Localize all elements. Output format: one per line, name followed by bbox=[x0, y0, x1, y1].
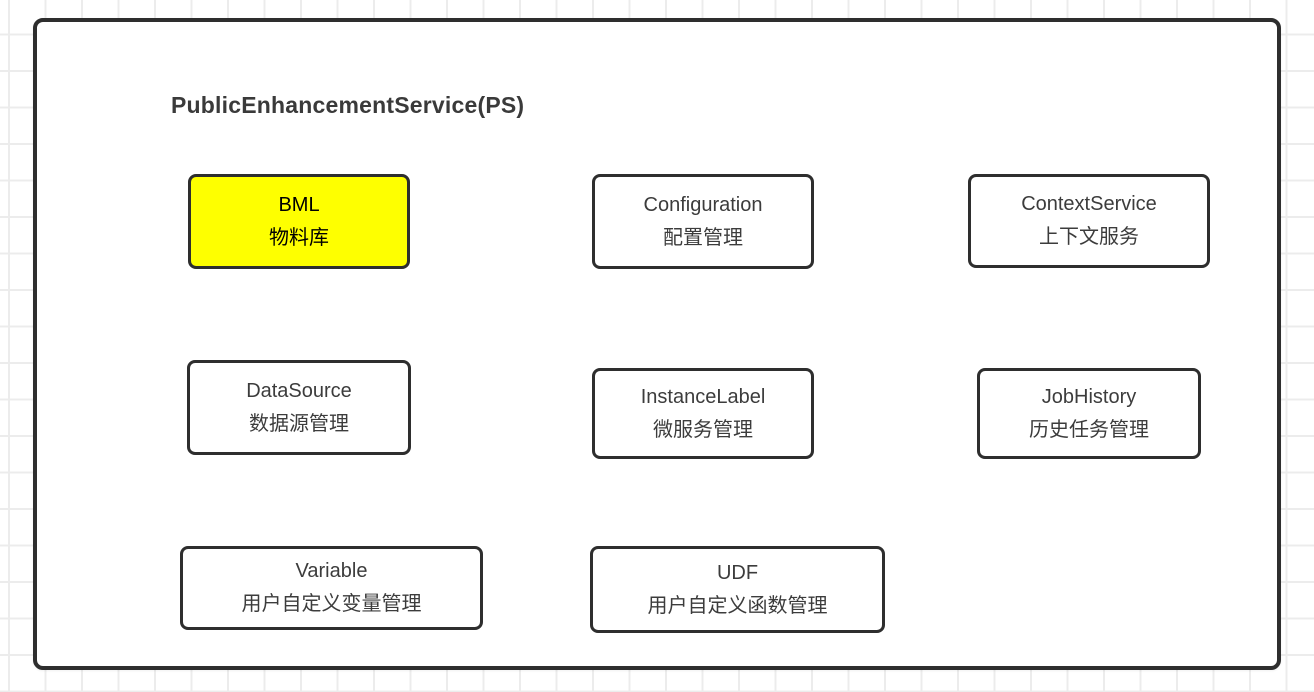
service-name: ContextService bbox=[1021, 193, 1157, 215]
service-box-bml: BML 物料库 bbox=[188, 174, 410, 269]
service-box-configuration: Configuration 配置管理 bbox=[592, 174, 814, 269]
service-label-zh: 配置管理 bbox=[663, 226, 743, 249]
service-box-variable: Variable 用户自定义变量管理 bbox=[180, 546, 483, 630]
service-name: Variable bbox=[295, 560, 368, 582]
service-box-datasource: DataSource 数据源管理 bbox=[187, 360, 411, 455]
service-label-zh: 用户自定义函数管理 bbox=[647, 594, 828, 617]
diagram-title: PublicEnhancementService(PS) bbox=[171, 92, 525, 118]
service-label-zh: 微服务管理 bbox=[653, 418, 753, 441]
service-label-zh: 物料库 bbox=[269, 226, 329, 249]
service-name: BML bbox=[278, 193, 320, 216]
service-box-contextservice: ContextService 上下文服务 bbox=[968, 174, 1210, 268]
service-label-zh: 用户自定义变量管理 bbox=[241, 593, 422, 615]
service-name: UDF bbox=[716, 561, 759, 584]
service-box-jobhistory: JobHistory 历史任务管理 bbox=[977, 368, 1201, 459]
service-label-zh: 数据源管理 bbox=[249, 412, 349, 435]
service-name: DataSource bbox=[246, 379, 352, 402]
diagram-frame: PublicEnhancementService(PS) BML 物料库 Con… bbox=[33, 18, 1281, 670]
service-name: InstanceLabel bbox=[640, 385, 766, 408]
service-label-zh: 上下文服务 bbox=[1039, 226, 1139, 248]
service-label-zh: 历史任务管理 bbox=[1029, 418, 1149, 441]
service-name: JobHistory bbox=[1041, 385, 1137, 408]
service-box-instancelabel: InstanceLabel 微服务管理 bbox=[592, 368, 814, 459]
service-name: Configuration bbox=[643, 193, 763, 216]
service-box-udf: UDF 用户自定义函数管理 bbox=[590, 546, 885, 633]
